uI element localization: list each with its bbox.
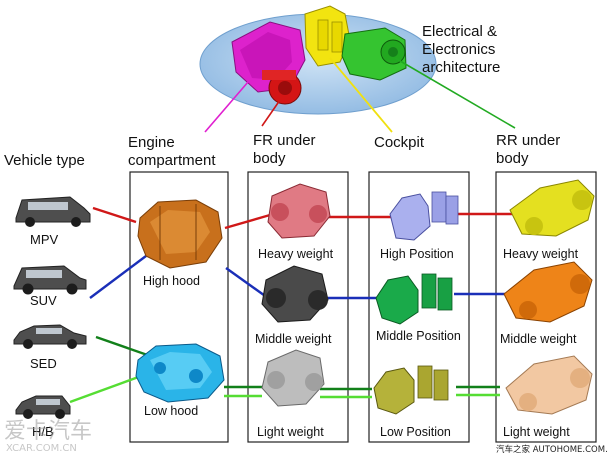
low-hood-part: Low hood: [135, 343, 225, 418]
mpv-wheel-icon: [71, 217, 81, 227]
fr-underbody-column: [247, 171, 349, 443]
high-hood-label: High hood: [143, 274, 200, 288]
cockpit-column: [368, 171, 470, 443]
hatchback-wheel-icon: [23, 409, 33, 419]
cockpit-middle-position-part: Middle Position: [375, 273, 461, 343]
fr-middle-weight-part: Middle weight: [255, 265, 332, 346]
suv-vehicle: SUV: [13, 265, 87, 308]
engine-compartment-header-1: Engine: [128, 134, 175, 151]
watermark-right: 汽车之家 AUTOHOME.COM.CN: [496, 444, 608, 455]
rr-heavy-weight-label: Heavy weight: [503, 247, 579, 261]
blue-line-engine-fr: [225, 267, 269, 299]
leader-lines: [204, 57, 516, 133]
hatchback-window-icon: [36, 399, 60, 405]
cockpit-middle-position-label: Middle Position: [376, 329, 461, 343]
fr-light-weight-part: Light weight: [257, 349, 325, 439]
rr-leader-line: [394, 57, 516, 129]
cockpit-leader-line: [329, 57, 393, 133]
watermark-left: 爱卡汽车 XCAR.COM.CN: [4, 419, 92, 454]
high-hood-part: High hood: [137, 199, 223, 288]
cockpit-high-position-part: High Position: [380, 191, 459, 261]
mpv-vehicle: MPV: [15, 196, 91, 247]
sed-label: SED: [30, 356, 57, 371]
sedan-window-icon: [36, 328, 62, 334]
architecture-label-line-3: architecture: [422, 59, 500, 76]
suv-wheel-icon: [66, 283, 78, 295]
architecture-label-line-2: Electronics: [422, 41, 495, 58]
rr-heavy-weight-part: Heavy weight: [503, 179, 595, 261]
cockpit-header: Cockpit: [374, 134, 425, 151]
cockpit-high-position-label: High Position: [380, 247, 454, 261]
mpv-window-icon: [28, 202, 68, 210]
fr-light-weight-label: Light weight: [257, 425, 324, 439]
mpv-label: MPV: [30, 232, 59, 247]
hb-vehicle: H/B: [15, 395, 71, 439]
rr-underbody-header-1: RR under: [496, 132, 560, 149]
fr-heavy-weight-part: Heavy weight: [258, 183, 334, 261]
hb-label: H/B: [32, 424, 54, 439]
suv-label: SUV: [30, 293, 57, 308]
sed-vehicle: SED: [13, 324, 87, 371]
rr-middle-weight-part: Middle weight: [500, 261, 593, 346]
rr-underbody-column: [495, 171, 597, 443]
fr-leader-line: [261, 99, 281, 127]
fr-middle-weight-label: Middle weight: [255, 332, 332, 346]
red-line-engine-fr: [224, 213, 271, 230]
engine-compartment-column: [129, 171, 229, 443]
sedan-car-icon: [13, 324, 87, 345]
connector-lines: [69, 206, 512, 404]
fr-heavy-weight-label: Heavy weight: [258, 247, 334, 261]
hatchback-wheel-icon: [55, 409, 65, 419]
engine-leader-line: [204, 81, 249, 133]
mpv-red-line: [92, 206, 137, 224]
vehicle-type-label: Vehicle type: [4, 152, 85, 169]
fr-underbody-header-2: body: [253, 150, 286, 167]
architecture-label: Electrical & Electronics architecture: [422, 23, 500, 76]
suv-window-icon: [26, 270, 62, 278]
watermark-left-cn: 爱卡汽车: [4, 419, 92, 444]
rr-underbody-header-2: body: [496, 150, 529, 167]
rr-middle-weight-label: Middle weight: [500, 332, 577, 346]
suv-wheel-icon: [22, 283, 34, 295]
cockpit-low-position-label: Low Position: [380, 425, 451, 439]
rr-light-weight-label: Light weight: [503, 425, 570, 439]
hb-light-green-line: [69, 373, 145, 404]
mpv-wheel-icon: [25, 217, 35, 227]
cockpit-low-position-part: Low Position: [373, 365, 451, 439]
fr-underbody-header-1: FR under: [253, 132, 316, 149]
rr-light-weight-part: Light weight: [503, 355, 593, 439]
sedan-wheel-icon: [67, 339, 77, 349]
sedan-wheel-icon: [23, 339, 33, 349]
suv-blue-line: [89, 255, 147, 299]
vehicle-platform-illustration: [199, 5, 437, 115]
low-hood-label: Low hood: [144, 404, 198, 418]
watermark-left-en: XCAR.COM.CN: [6, 443, 77, 454]
engine-compartment-header-2: compartment: [128, 152, 216, 169]
architecture-label-line-1: Electrical &: [422, 23, 497, 40]
